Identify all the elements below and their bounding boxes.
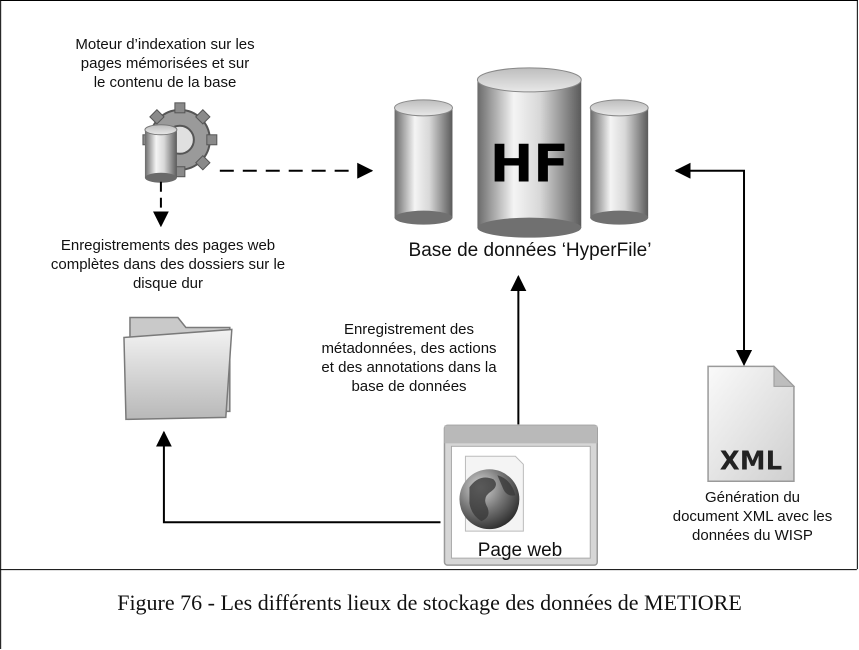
database-logo-text: HF	[490, 135, 569, 195]
indexer-label-line: Moteur d’indexation sur les	[75, 36, 255, 53]
metadata-flow-label-line: Enregistrement des	[343, 321, 475, 338]
metadata-flow-label-line: et des annotations dans la	[321, 359, 497, 376]
metadata-flow-label-line: métadonnées, des actions	[321, 340, 497, 357]
figure-caption: Figure 76 - Les différents lieux de stoc…	[117, 590, 742, 615]
disk-storage-label-line: Enregistrements des pages web	[60, 237, 276, 254]
database-cylinders-icon	[394, 67, 649, 238]
xml-export-label: Génération du document XML avec les donn…	[660, 488, 845, 545]
folder-icon	[123, 316, 233, 421]
webpage-to-folder-arrow	[155, 430, 441, 524]
browser-globe-icon	[443, 424, 598, 566]
indexer-label-line: pages mémorisées et sur	[80, 55, 250, 72]
xml-export-label-line: Génération du	[704, 489, 801, 506]
xml-export-label-line: document XML avec les	[672, 508, 833, 525]
gear-cylinder-icon	[142, 102, 218, 183]
disk-storage-label-line: complètes dans des dossiers sur le	[50, 256, 286, 273]
metadata-flow-label: Enregistrement des métadonnées, des acti…	[300, 320, 518, 396]
xml-file-icon	[707, 365, 796, 483]
indexer-label-line: le contenu de la base	[93, 74, 237, 91]
disk-storage-label: Enregistrements des pages web complètes …	[18, 236, 318, 293]
xml-icon-text: XML	[720, 446, 782, 476]
disk-storage-label-line: disque dur	[132, 275, 204, 292]
metadata-flow-label-line: base de données	[351, 378, 467, 395]
indexer-label: Moteur d’indexation sur les pages mémori…	[40, 35, 290, 92]
xml-export-label-line: données du WISP	[692, 527, 813, 544]
web-page-label: Page web	[477, 540, 563, 561]
database-label: Base de données ‘HyperFile’	[408, 240, 652, 261]
database-xml-bidirectional-arrow	[674, 162, 753, 367]
